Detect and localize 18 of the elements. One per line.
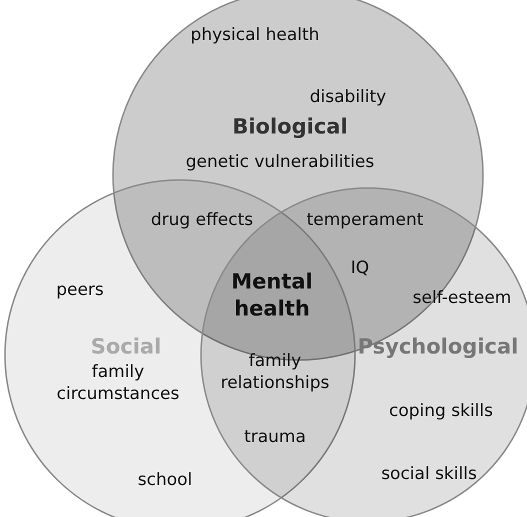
factor-label: IQ bbox=[350, 256, 370, 280]
factor-label: genetic vulnerabilities bbox=[186, 150, 374, 174]
factor-label: temperament bbox=[306, 208, 424, 232]
category-heading: Psychological bbox=[358, 333, 518, 360]
factor-label: physical health bbox=[190, 24, 320, 46]
factor-label: family circumstances bbox=[56, 360, 180, 406]
factor-label: family relationships bbox=[220, 350, 330, 394]
factor-label: social skills bbox=[381, 462, 477, 486]
factor-label: coping skills bbox=[389, 400, 493, 422]
category-heading: Biological bbox=[232, 113, 348, 140]
factor-label: drug effects bbox=[150, 208, 254, 232]
factor-label: trauma bbox=[244, 426, 306, 448]
factor-label: peers bbox=[56, 278, 104, 302]
factor-label: self-esteem bbox=[412, 286, 512, 310]
factor-label: disability bbox=[310, 86, 386, 108]
category-heading: Social bbox=[90, 333, 162, 360]
center-label: Mental health bbox=[230, 268, 314, 323]
factor-label: school bbox=[138, 468, 192, 492]
